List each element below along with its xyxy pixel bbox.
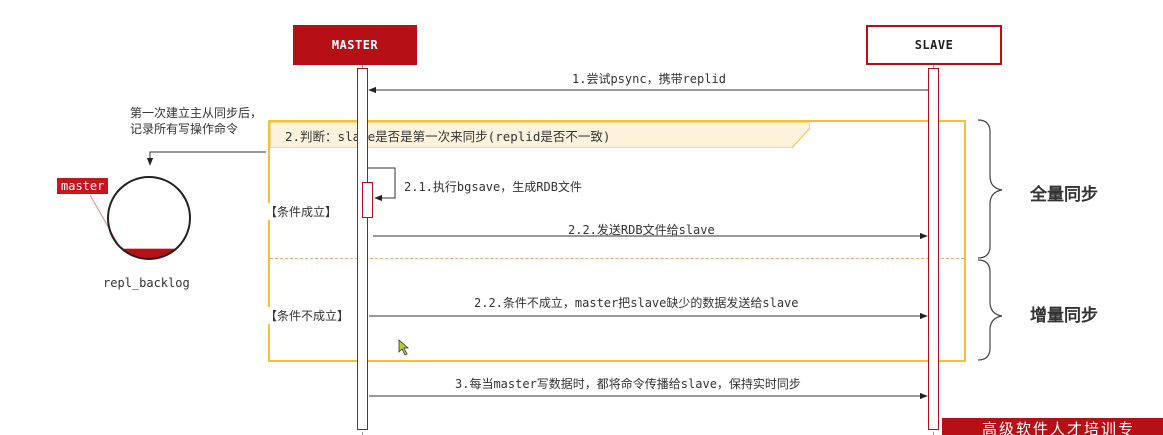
msg-bgsave: 2.1.执行bgsave，生成RDB文件: [404, 180, 582, 194]
section-divider: [270, 258, 964, 259]
section-full-sync: 全量同步: [1030, 185, 1098, 205]
backlog-note-line1: 第一次建立主从同步后，: [130, 106, 263, 120]
arrow-bgsave-self: [368, 167, 396, 202]
master-participant: MASTER: [293, 25, 417, 65]
brace-incremental: [977, 259, 1003, 361]
section-incremental-sync: 增量同步: [1030, 306, 1098, 326]
msg-send-missing: 2.2.条件不成立，master把slave缺少的数据发送给slave: [474, 296, 799, 310]
brace-full: [977, 119, 1003, 259]
repl-backlog-buffer: [107, 176, 191, 260]
bgsave-activation: [362, 182, 373, 218]
backlog-label: repl_backlog: [103, 276, 190, 290]
slave-participant: SLAVE: [866, 25, 1002, 65]
master-activation: [357, 68, 368, 430]
condition-false-label: 【条件不成立】: [265, 307, 350, 324]
msg-propagate: 3.每当master写数据时，都将命令传播给slave，保持实时同步: [455, 377, 801, 391]
mouse-cursor-icon: [398, 339, 410, 356]
backlog-note-line2: 记录所有写操作命令: [130, 122, 239, 136]
brand-banner-text: 高级软件人才培训专: [982, 420, 1136, 435]
backlog-master-tag: master: [57, 178, 109, 194]
backlog-pointer: [89, 194, 119, 245]
backlog-note: 第一次建立主从同步后， 记录所有写操作命令: [130, 105, 262, 137]
judge-banner: [270, 122, 810, 148]
brand-banner: 高级软件人才培训专: [942, 418, 1163, 435]
condition-true-label: 【条件成立】: [265, 203, 338, 220]
msg-send-rdb: 2.2.发送RDB文件给slave: [568, 223, 715, 237]
msg-psync: 1.尝试psync，携带replid: [572, 72, 726, 86]
arrow-to-backlog: [146, 151, 266, 166]
condition-frame: [268, 120, 966, 362]
slave-activation: [928, 68, 939, 430]
backlog-fill: [108, 248, 190, 259]
